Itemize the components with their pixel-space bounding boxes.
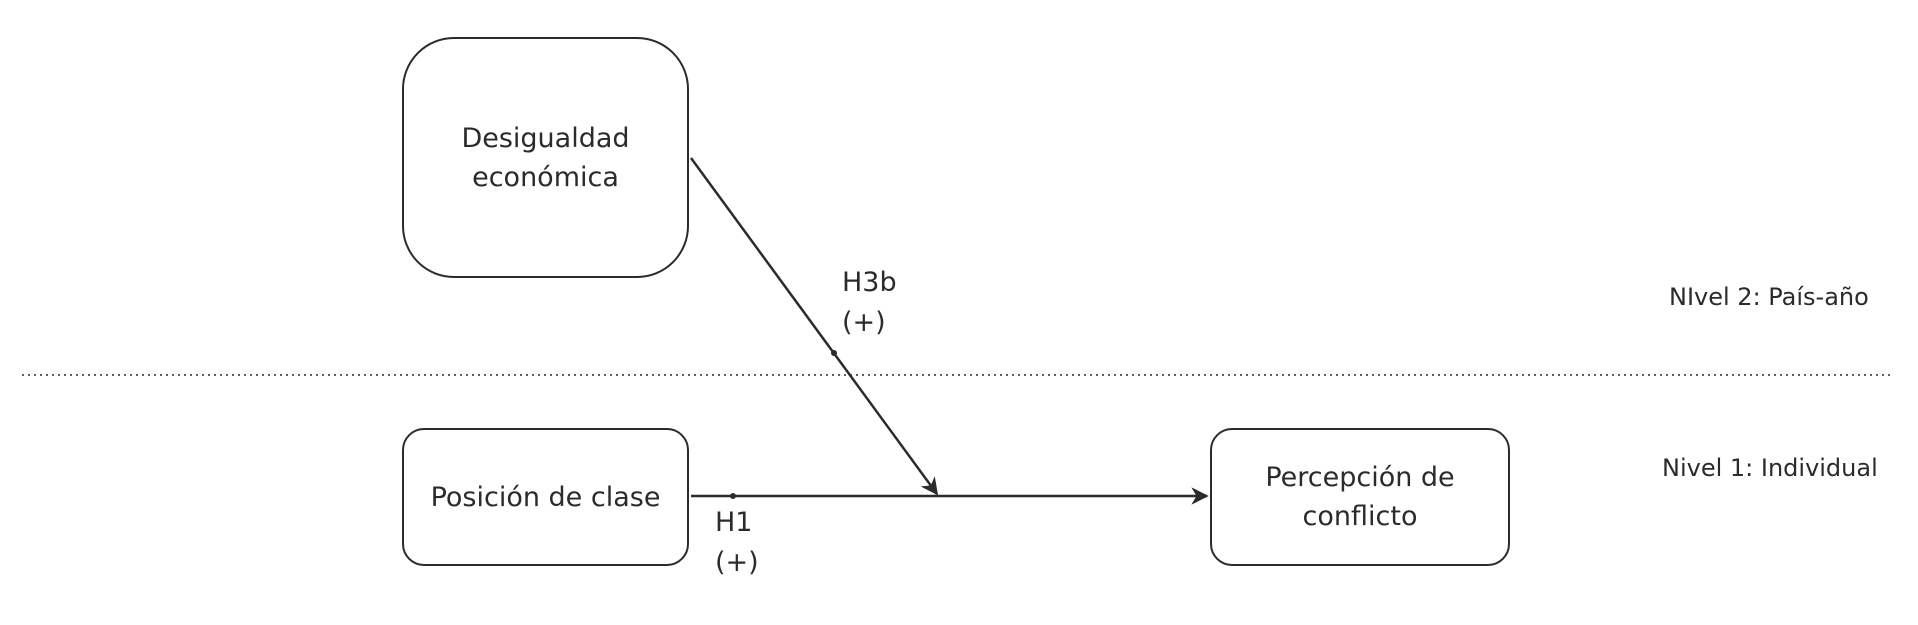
node-desigualdad-economica: Desigualdad económica: [402, 37, 689, 278]
node-posicion-label: Posición de clase: [430, 481, 661, 513]
h1-sign: (+): [715, 547, 759, 578]
h3b-sign: (+): [842, 307, 886, 338]
h1-anchor-dot: [730, 493, 736, 499]
h3b-arrow: [689, 157, 939, 496]
h3b-anchor-dot: [831, 350, 837, 356]
node-desigualdad-line1: Desigualdad: [461, 122, 630, 154]
node-percepcion-de-conflicto: Percepción de conflicto: [1210, 428, 1510, 566]
level-1-label: Nivel 1: Individual: [1662, 454, 1878, 482]
node-posicion-de-clase: Posición de clase: [402, 428, 689, 566]
level-2-label: NIvel 2: País-año: [1669, 283, 1869, 311]
node-desigualdad-line2: económica: [472, 161, 619, 193]
h1-label: H1: [715, 507, 753, 538]
node-percepcion-line2: conflicto: [1302, 501, 1418, 532]
h3b-label: H3b: [842, 267, 897, 298]
node-percepcion-line1: Percepción de: [1265, 462, 1455, 493]
